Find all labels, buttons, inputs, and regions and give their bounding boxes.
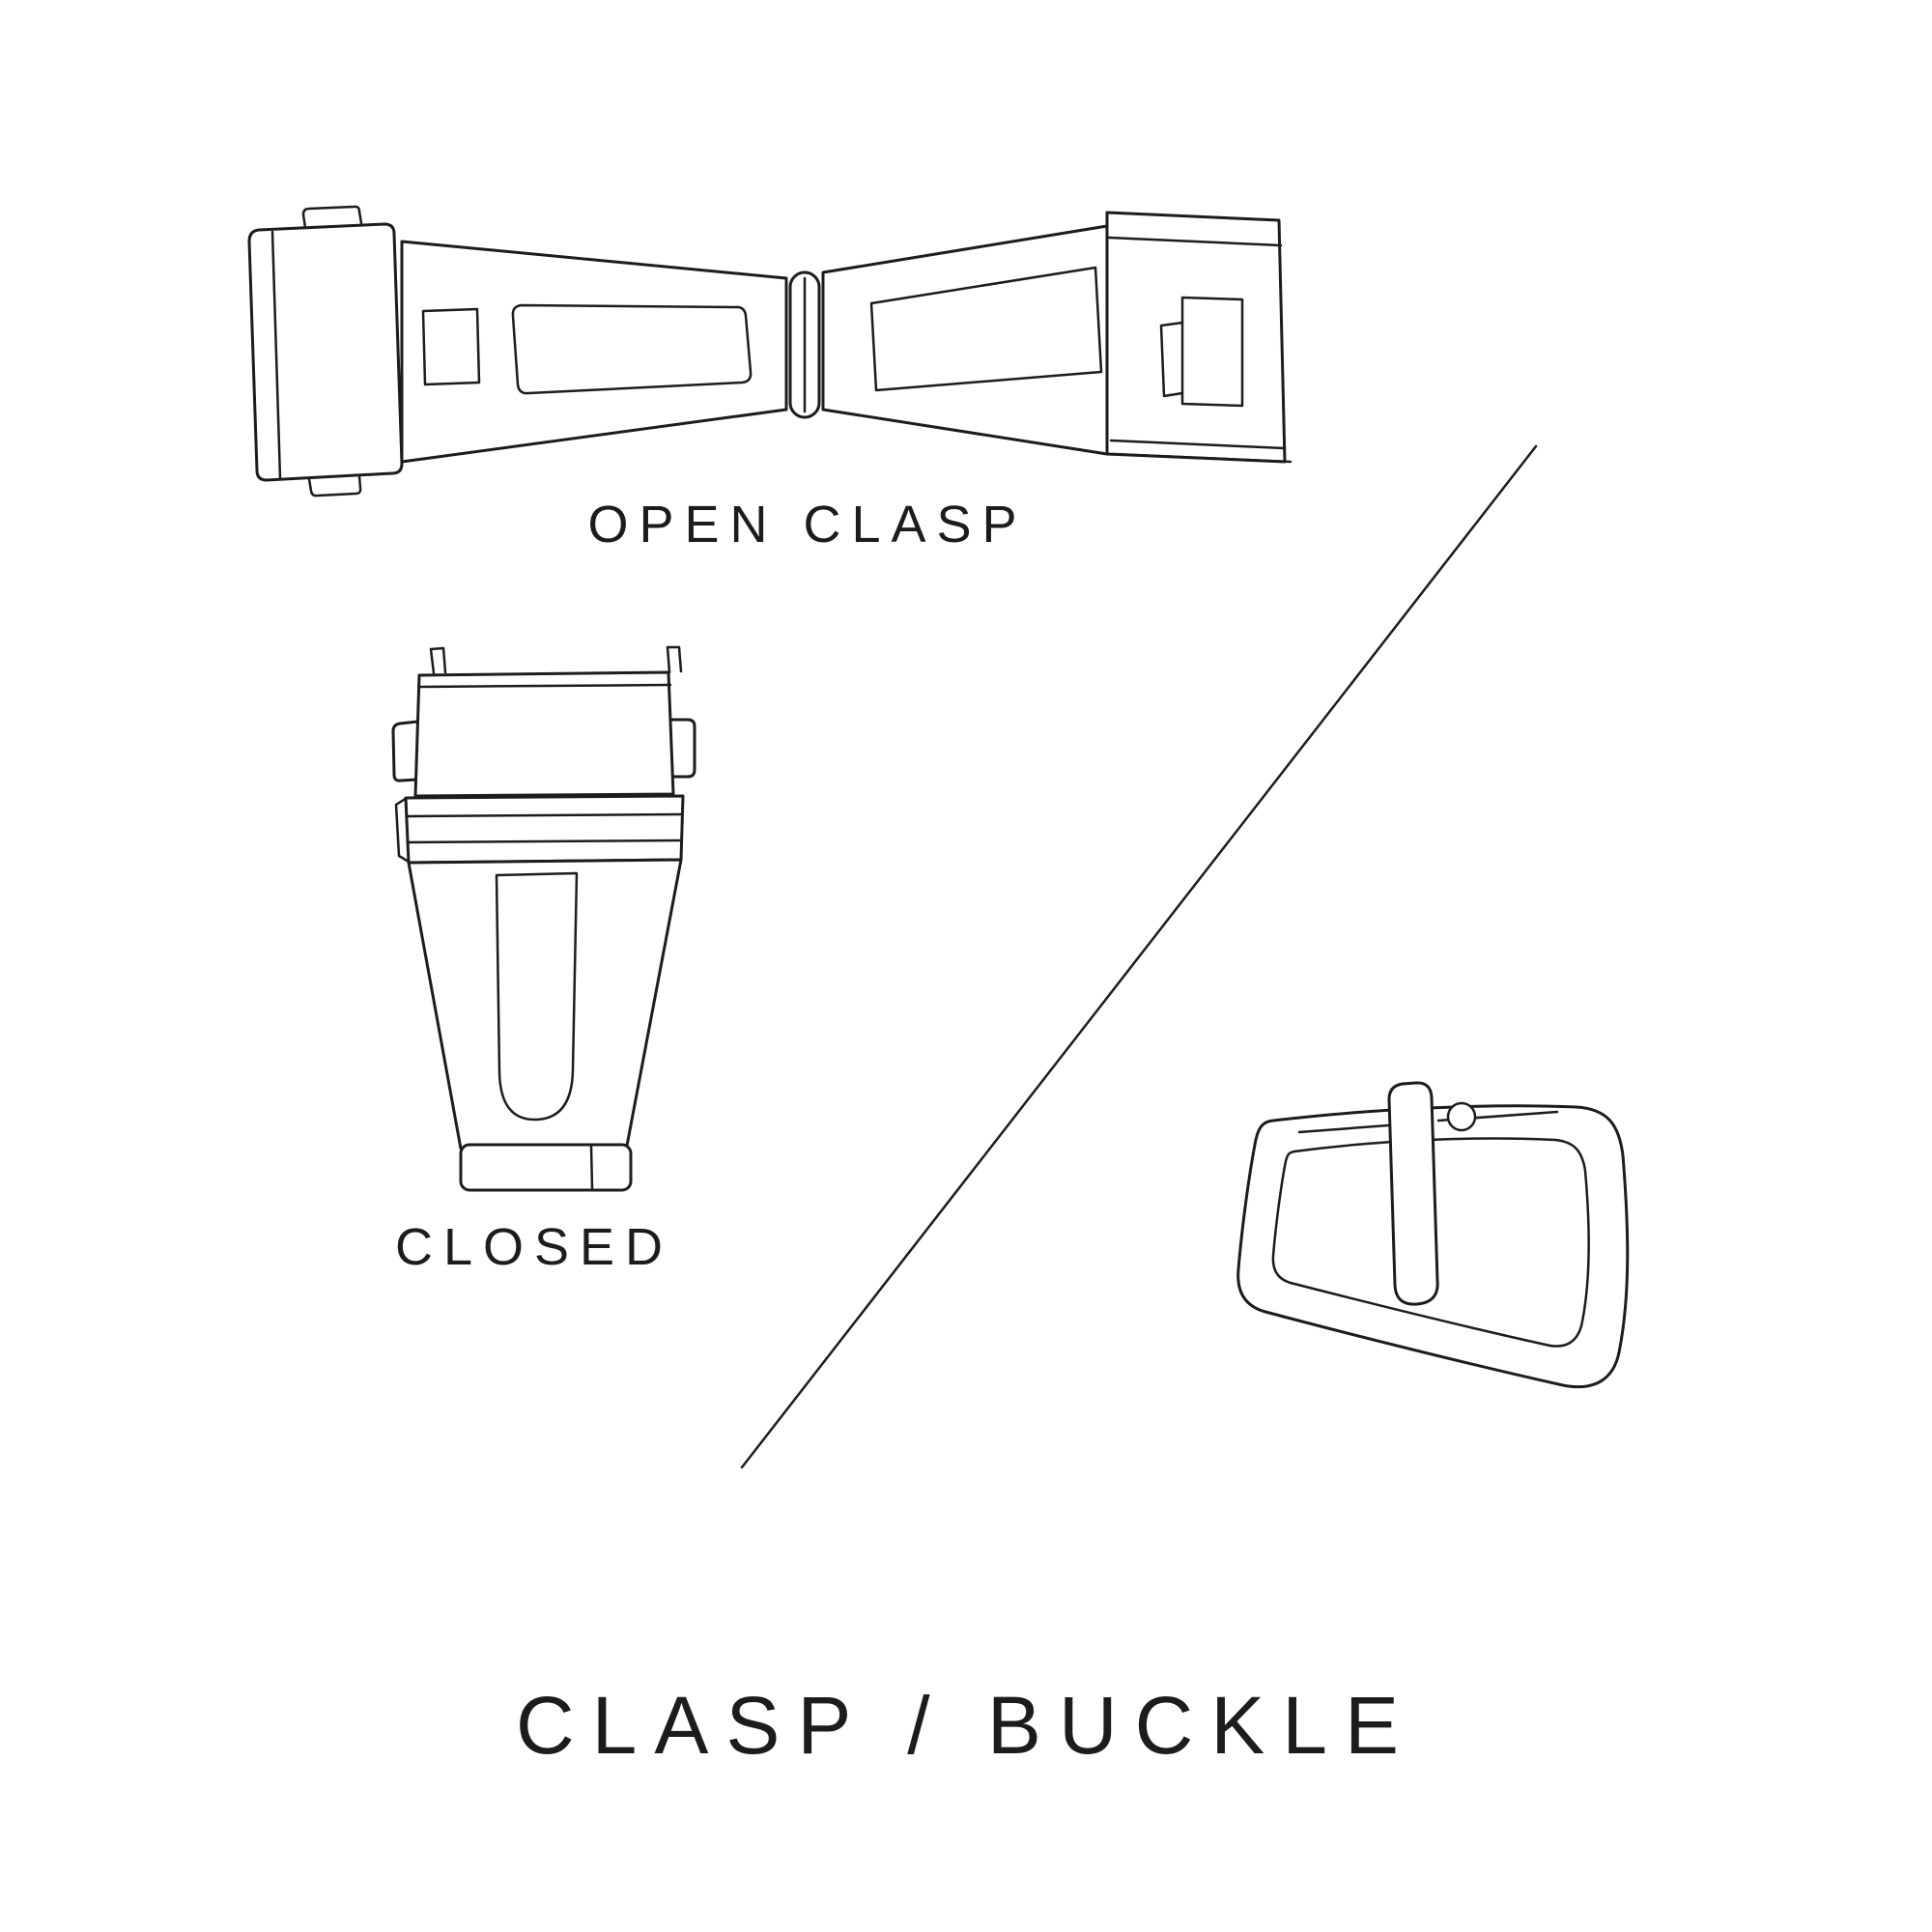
divider-line: [740, 444, 1538, 1469]
open-clasp-illustration: [247, 205, 1293, 497]
diagram-title: CLASP / BUCKLE: [515, 1680, 1417, 1771]
closed-clasp-illustration: [391, 645, 696, 1192]
closed-clasp-label: CLOSED: [394, 1218, 674, 1276]
open-clasp-label: OPEN CLASP: [587, 496, 1028, 554]
buckle-illustration: [1236, 1081, 1630, 1389]
